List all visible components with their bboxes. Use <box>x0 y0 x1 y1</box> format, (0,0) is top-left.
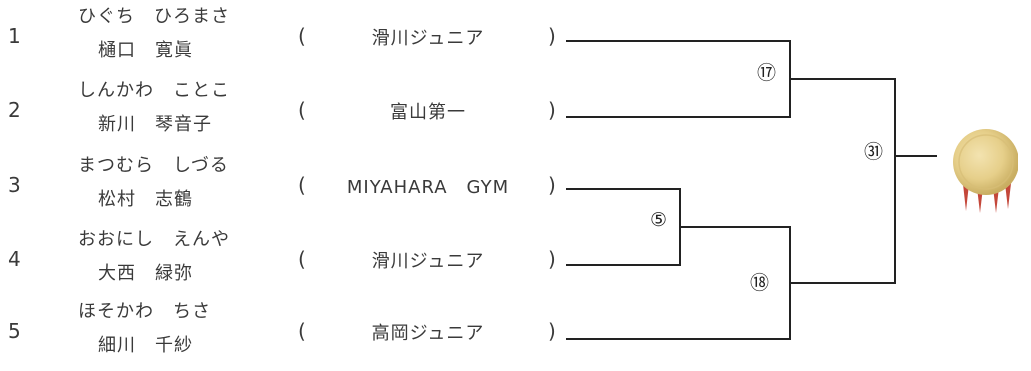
entry-row-5: 5 ほそかわ ちさ 細川 千紗 ( 高岡ジュニア ) <box>0 297 600 371</box>
club-name: 滑川ジュニア <box>371 28 485 49</box>
bracket-line-m31 <box>790 78 896 284</box>
paren-open: ( <box>298 319 306 343</box>
entry-row-4: 4 おおにし えんや 大西 緑弥 ( 滑川ジュニア ) <box>0 225 600 299</box>
paren-close: ) <box>548 247 556 271</box>
entry-row-3: 3 まつむら しづる 松村 志鶴 ( MIYAHARA GYM ) <box>0 151 600 225</box>
seed-number: 1 <box>8 24 21 48</box>
match-label-31: ㉛ <box>864 141 883 163</box>
paren-open: ( <box>298 24 306 48</box>
player-name: 樋口 寛眞 <box>98 40 193 61</box>
player-name: 松村 志鶴 <box>98 189 193 210</box>
entry-row-1: 1 ひぐち ひろまさ 樋口 寛眞 ( 滑川ジュニア ) <box>0 2 600 76</box>
player-kana: ひぐち ひろまさ <box>78 6 230 27</box>
match-label-17: ⑰ <box>757 62 776 84</box>
player-kana: まつむら しづる <box>78 155 229 176</box>
seed-number: 5 <box>8 319 21 343</box>
seed-number: 2 <box>8 98 21 122</box>
club-name: 高岡ジュニア <box>371 323 485 344</box>
club-name: 富山第一 <box>390 102 466 123</box>
paren-close: ) <box>548 173 556 197</box>
paren-open: ( <box>298 98 306 122</box>
paren-open: ( <box>298 173 306 197</box>
player-name: 新川 琴音子 <box>98 114 212 135</box>
match-label-5: ⑤ <box>650 209 667 231</box>
club-name: 滑川ジュニア <box>371 251 485 272</box>
player-kana: しんかわ ことこ <box>78 80 230 101</box>
paren-close: ) <box>548 24 556 48</box>
player-kana: ほそかわ ちさ <box>78 301 211 322</box>
club-name: MIYAHARA GYM <box>346 177 510 198</box>
paren-close: ) <box>548 319 556 343</box>
player-kana: おおにし えんや <box>78 229 230 250</box>
player-name: 大西 緑弥 <box>98 263 193 284</box>
seed-number: 3 <box>8 173 21 197</box>
gold-medal-icon <box>953 129 1018 213</box>
paren-close: ) <box>548 98 556 122</box>
seed-number: 4 <box>8 247 21 271</box>
entry-row-2: 2 しんかわ ことこ 新川 琴音子 ( 富山第一 ) <box>0 76 600 150</box>
paren-open: ( <box>298 247 306 271</box>
match-label-18: ⑱ <box>750 272 769 294</box>
player-name: 細川 千紗 <box>98 335 193 356</box>
